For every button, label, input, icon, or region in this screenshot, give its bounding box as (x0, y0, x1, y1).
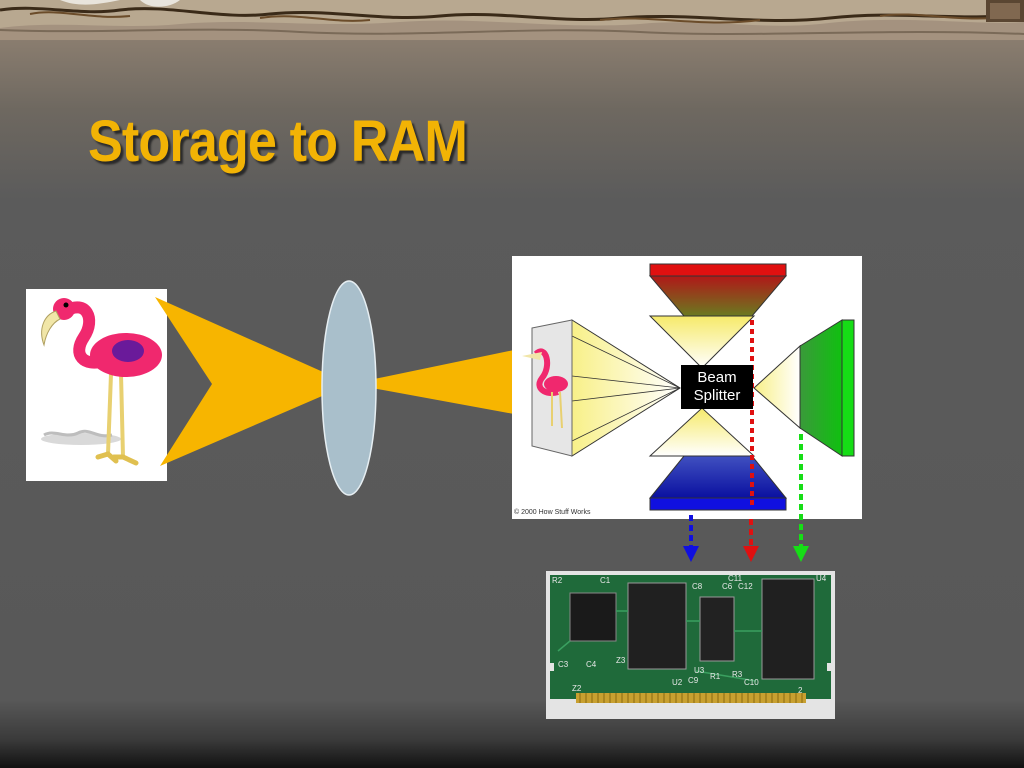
ram-label: U3 (694, 666, 705, 675)
ram-label: C11 (728, 574, 743, 583)
ram-label: R3 (732, 670, 743, 679)
ram-module-image: R2 C1 C11 C6 C12 U4 C8 C3 C4 Z3 U3 R1 R3… (546, 571, 835, 719)
slide-title: Storage to RAM (88, 109, 468, 174)
ram-label: U2 (672, 678, 683, 687)
ram-label: C3 (558, 660, 569, 669)
beam-left (155, 297, 350, 466)
beam-splitter-illustration: Beam Splitter © 2000 How Stuff Works (512, 256, 862, 519)
ram-label: R1 (710, 672, 721, 681)
ram-label: C4 (586, 660, 597, 669)
ram-module-graphic: R2 C1 C11 C6 C12 U4 C8 C3 C4 Z3 U3 R1 R3… (546, 571, 835, 719)
splitter-line-2: Splitter (693, 387, 741, 404)
ram-label: C10 (744, 678, 759, 687)
ram-label: Z3 (616, 656, 626, 665)
ram-label: C8 (692, 582, 703, 591)
ram-label: C6 (722, 582, 733, 591)
lens (321, 280, 377, 496)
top-decorative-band (0, 0, 1024, 40)
beam-right (350, 350, 514, 414)
ram-label: C12 (738, 582, 753, 591)
ram-label: R2 (552, 576, 563, 585)
beam-splitter-graphic (522, 263, 855, 511)
beam-splitter-label: Beam Splitter (681, 365, 753, 409)
copyright-text: © 2000 How Stuff Works (514, 509, 591, 516)
splitter-line-1: Beam (697, 369, 737, 386)
ram-label: U4 (816, 574, 827, 583)
ram-label: Z2 (572, 684, 582, 693)
red-detector (649, 263, 787, 277)
flamingo-image (26, 289, 167, 481)
green-detector (841, 319, 855, 457)
blue-detector (649, 497, 787, 511)
ram-label: 2 (798, 686, 803, 695)
ram-label: C1 (600, 576, 611, 585)
flamingo-illustration (41, 298, 162, 466)
ram-label: C9 (688, 676, 699, 685)
